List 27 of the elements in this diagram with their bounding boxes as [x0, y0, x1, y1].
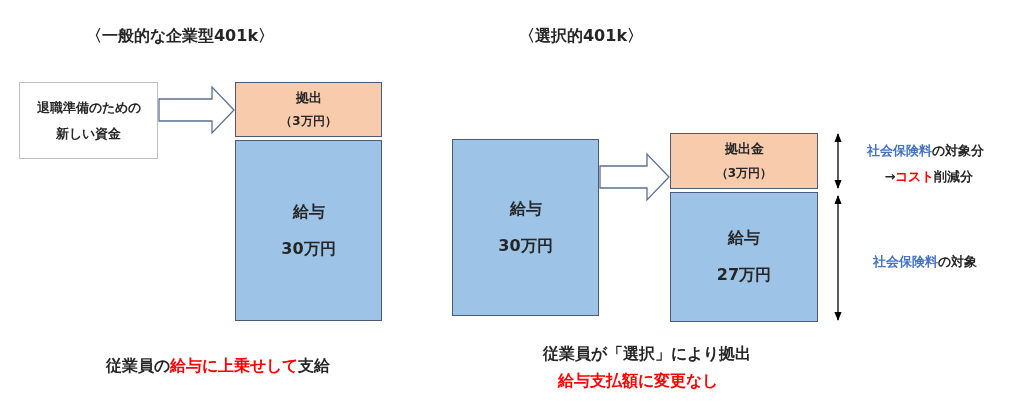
note-text: →コスト削減分	[884, 169, 974, 185]
amount-text: 30万円	[281, 237, 336, 260]
panel-title: 〈一般的な企業型401k〉	[86, 26, 274, 46]
heading-text: 給与	[292, 200, 325, 223]
salary-block	[452, 139, 599, 316]
salary-block	[670, 192, 818, 322]
heading-text: 給与	[509, 197, 542, 220]
contribution-block	[670, 133, 818, 189]
block-arrow	[158, 85, 235, 135]
amount-text: 30万円	[498, 234, 553, 257]
amount-text: （3万円）	[715, 164, 773, 182]
heading-text: 拠出	[295, 88, 322, 107]
note-text: 社会保険料の対象分	[866, 143, 984, 159]
salary-block	[235, 140, 382, 321]
block-arrow	[599, 152, 670, 202]
heading-text: 拠出金	[724, 140, 764, 159]
source-box	[19, 82, 158, 159]
contribution-block	[235, 82, 382, 137]
note-text: 社会保険料の対象	[873, 254, 977, 270]
description-text: 退職準備のための新しい資金	[35, 98, 142, 143]
panel-title: 〈選択的401k〉	[519, 26, 643, 46]
caption-text: 従業員の給与に上乗せして支給	[106, 356, 330, 376]
caption-text: 給与支払額に変更なし	[558, 371, 718, 391]
amount-text: 27万円	[716, 264, 772, 286]
heading-text: 給与	[728, 227, 760, 250]
amount-text: （3万円）	[280, 113, 337, 131]
caption-text: 従業員が「選択」により拠出	[543, 344, 751, 364]
